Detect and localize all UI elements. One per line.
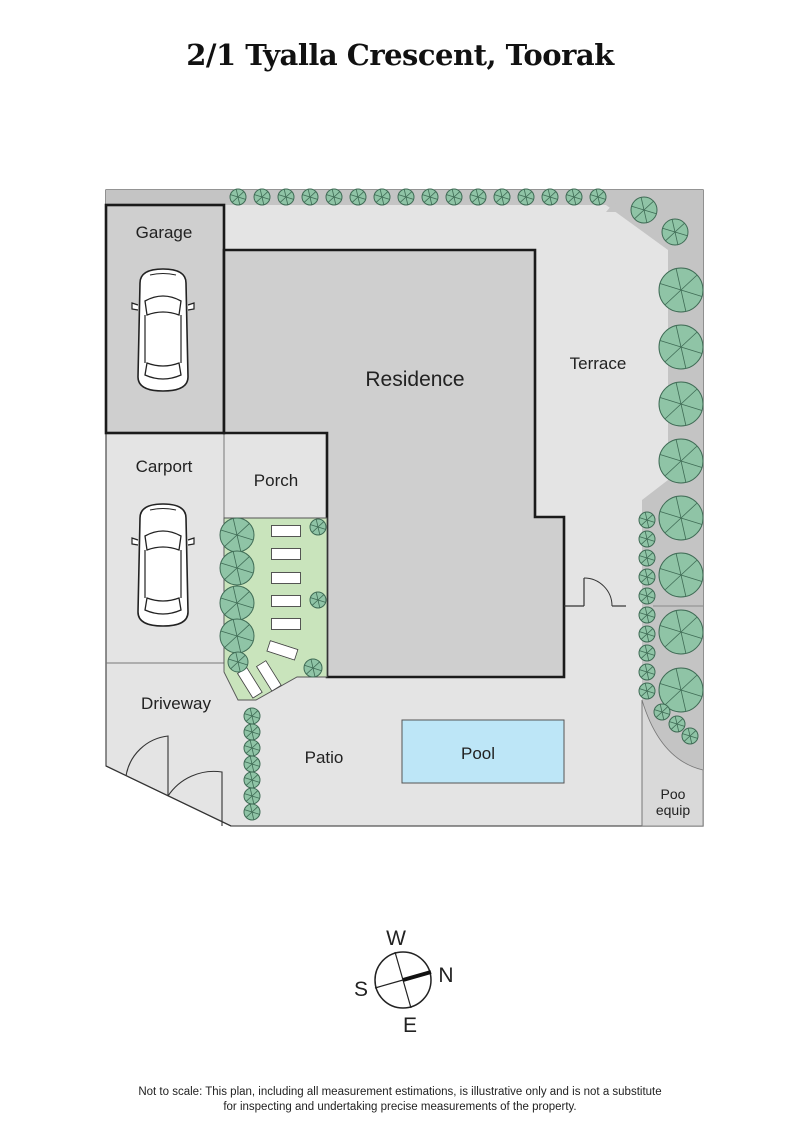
shrub (349, 188, 367, 206)
shrub (219, 585, 255, 621)
shrub (638, 682, 656, 700)
shrub (658, 438, 704, 484)
shrub (227, 651, 249, 673)
shrub (219, 517, 255, 553)
shrub (325, 188, 343, 206)
shrub (243, 803, 261, 821)
shrub (630, 196, 658, 224)
shrub (638, 606, 656, 624)
compass-east-label: E (403, 1014, 417, 1037)
shrub (243, 739, 261, 757)
shrub (658, 495, 704, 541)
shrub (658, 267, 704, 313)
residence-label: Residence (365, 368, 464, 391)
compass-south-label: S (354, 978, 368, 1001)
carport-label: Carport (136, 457, 193, 476)
shrub (219, 550, 255, 586)
shrub (638, 644, 656, 662)
pool-label: Pool (461, 744, 495, 763)
shrub (658, 552, 704, 598)
shrub (638, 549, 656, 567)
shrub (373, 188, 391, 206)
shrub (638, 511, 656, 529)
shrub (301, 188, 319, 206)
shrub (445, 188, 463, 206)
garage-car-icon (131, 268, 195, 392)
shrub (589, 188, 607, 206)
shrub (565, 188, 583, 206)
shrub (638, 663, 656, 681)
terrace-label: Terrace (570, 354, 627, 373)
shrub (469, 188, 487, 206)
page-title: 2/1 Tyalla Crescent, Toorak (186, 38, 614, 72)
shrub (309, 518, 327, 536)
shrub (397, 188, 415, 206)
shrub (653, 703, 671, 721)
compass: W N E S (354, 927, 454, 1037)
shrub (658, 609, 704, 655)
patio-label: Patio (305, 748, 344, 767)
garage-label: Garage (136, 223, 193, 242)
terrace-door (564, 577, 626, 607)
shrub (517, 188, 535, 206)
pool (401, 719, 565, 784)
shrub (658, 324, 704, 370)
pool-equipment-zone (641, 699, 704, 827)
shrub (219, 618, 255, 654)
shrub (658, 381, 704, 427)
shrub (681, 727, 699, 745)
shrub (229, 188, 247, 206)
pool-equip-label-line2: equip (656, 802, 690, 818)
porch-label: Porch (254, 471, 298, 490)
disclaimer-line-2: for inspecting and undertaking precise m… (223, 1101, 577, 1113)
shrub (309, 591, 327, 609)
shrub (243, 787, 261, 805)
shrub (638, 568, 656, 586)
disclaimer-line-1: Not to scale: This plan, including all m… (138, 1086, 662, 1098)
disclaimer: Not to scale: This plan, including all m… (0, 1085, 800, 1115)
residence-building (222, 248, 566, 679)
shrub (243, 707, 261, 725)
shrub (661, 218, 689, 246)
shrub (668, 715, 686, 733)
carport-car-icon (131, 503, 195, 627)
shrub (253, 188, 271, 206)
shrub (493, 188, 511, 206)
shrub (243, 771, 261, 789)
shrub (303, 658, 323, 678)
shrub (541, 188, 559, 206)
shrub (658, 667, 704, 713)
shrub (638, 625, 656, 643)
shrub (277, 188, 295, 206)
shrub (638, 530, 656, 548)
shrub (243, 723, 261, 741)
shrub (421, 188, 439, 206)
driveway-label: Driveway (141, 694, 211, 713)
compass-west-label: W (386, 927, 406, 950)
garden-shrubs (219, 188, 704, 821)
compass-north-label: N (438, 964, 453, 987)
driveway-gates (105, 735, 232, 827)
shrub (243, 755, 261, 773)
pool-equip-label-line1: Poo (661, 786, 686, 802)
shrub (638, 587, 656, 605)
